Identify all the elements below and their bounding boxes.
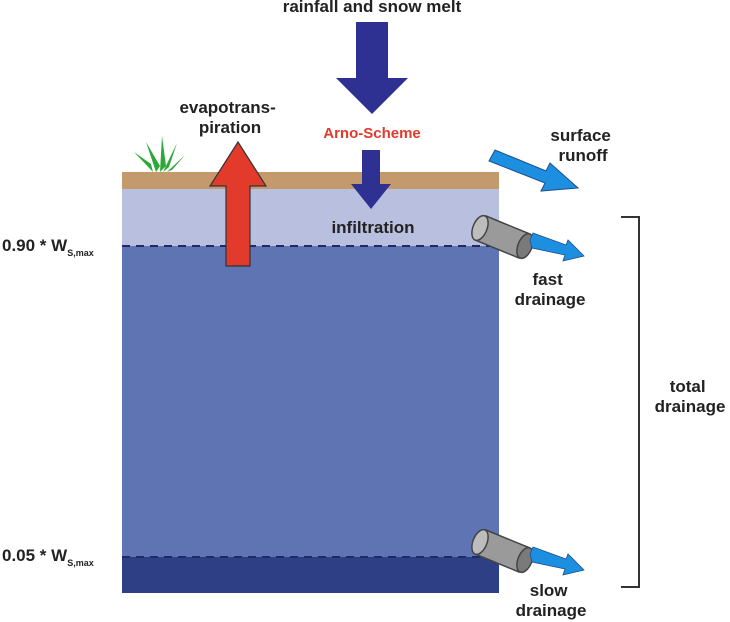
- fast-drainage-pipe-icon: [471, 214, 534, 260]
- surface-runoff-label-line1: surface: [550, 126, 610, 145]
- evapotranspiration-label-line1: evapotrans-: [179, 98, 275, 117]
- fast-drainage-label: fast drainage: [515, 270, 586, 309]
- evapotranspiration-arrow: [208, 140, 268, 267]
- surface-runoff-arrow: [488, 149, 580, 192]
- bottom-soil-zone: [122, 557, 499, 593]
- main-soil-zone: [122, 246, 499, 557]
- lower-level-label: 0.05 * WS,max: [2, 546, 94, 568]
- infiltration-arrow: [351, 150, 391, 209]
- rainfall-label: rainfall and snow melt: [283, 0, 462, 16]
- grass-icon: [134, 136, 185, 172]
- slow-drainage-label-line2: drainage: [516, 601, 587, 620]
- total-drainage-bracket: [621, 216, 640, 588]
- rainfall-arrow: [336, 22, 408, 114]
- lower-level-label-sub: S,max: [67, 558, 94, 568]
- surface-runoff-label: surface runoff: [550, 126, 615, 165]
- slow-drainage-label: slow drainage: [516, 581, 587, 620]
- total-drainage-label-line1: total: [670, 377, 706, 396]
- upper-level-label-main: 0.90 * W: [2, 236, 68, 255]
- scheme-label: Arno-Scheme: [323, 125, 421, 142]
- total-drainage-label: total drainage: [655, 377, 726, 416]
- fast-drainage-label-line2: drainage: [515, 290, 586, 309]
- infiltration-label: infiltration: [331, 218, 414, 237]
- slow-drainage-label-line1: slow: [530, 581, 569, 600]
- fast-drainage-label-line1: fast: [533, 270, 564, 289]
- upper-soil-zone: [122, 188, 499, 246]
- upper-level-label-sub: S,max: [67, 248, 94, 258]
- soil-surface: [122, 172, 499, 189]
- lower-level-label-main: 0.05 * W: [2, 546, 68, 565]
- slow-drainage-pipe-icon: [471, 528, 534, 574]
- evapotranspiration-label: evapotrans- piration: [179, 98, 280, 137]
- slow-drainage-arrow: [529, 546, 585, 576]
- upper-level-label: 0.90 * WS,max: [2, 236, 94, 258]
- surface-runoff-label-line2: runoff: [558, 146, 607, 165]
- evapotranspiration-label-line2: piration: [199, 118, 261, 137]
- total-drainage-label-line2: drainage: [655, 397, 726, 416]
- fast-drainage-arrow: [529, 232, 585, 262]
